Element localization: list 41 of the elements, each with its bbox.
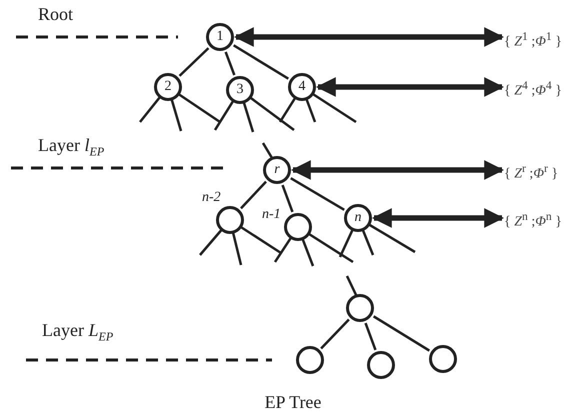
tree-branch-line [233, 44, 289, 80]
double-arrow [234, 27, 504, 47]
layer-label: Layer L$_{EP}$ [42, 320, 114, 346]
tree-node-circle [206, 23, 234, 51]
tree-node-circle [288, 73, 316, 101]
tree-branch-line [281, 184, 294, 212]
tree-branch-line [364, 322, 377, 350]
node-number: 3 [236, 82, 244, 98]
node-number: n [354, 210, 362, 226]
tree-node-circle [367, 351, 395, 379]
node-label: n-2 [202, 190, 221, 206]
layer-label: Root [38, 4, 74, 24]
node-number: 2 [164, 79, 172, 95]
node-number: 4 [298, 79, 306, 95]
tree-node-circle [154, 73, 182, 101]
node-number: r [273, 162, 281, 178]
parameter-set: { Z$^{1}$ ;Φ$^{1}$ } [504, 28, 562, 52]
tree-node-circle [346, 294, 374, 322]
node-label: n-1 [262, 207, 281, 223]
double-arrow [291, 160, 504, 180]
tree-node-circle [216, 206, 244, 234]
tree-branch-line [290, 177, 345, 211]
double-arrow [372, 208, 504, 228]
caption: EP Tree [264, 392, 322, 413]
tree-node-circle [263, 156, 291, 184]
tree-branch-line [320, 318, 350, 350]
tree-branch-line [240, 180, 267, 210]
node-number: 1 [216, 29, 224, 45]
tree-node-circle [429, 345, 457, 373]
parameter-set: { Z$^{4}$ ;Φ$^{4}$ } [504, 77, 562, 101]
layer-label: Layer l$_{EP}$ [38, 135, 104, 161]
tree-node-circle [296, 346, 324, 374]
tree-node-circle [226, 76, 254, 104]
tree-branch-line [224, 52, 236, 76]
parameter-set: { Z$^{r}$ ;Φ$^{r}$ } [504, 160, 558, 184]
tree-node-circle [284, 213, 312, 241]
parameter-set: { Z$^{n}$ ;Φ$^{n}$ } [504, 208, 562, 232]
double-arrow [316, 77, 504, 97]
tree-branch-line [178, 47, 210, 77]
tree-node-circle [344, 204, 372, 232]
tree-branch-line [372, 315, 430, 352]
